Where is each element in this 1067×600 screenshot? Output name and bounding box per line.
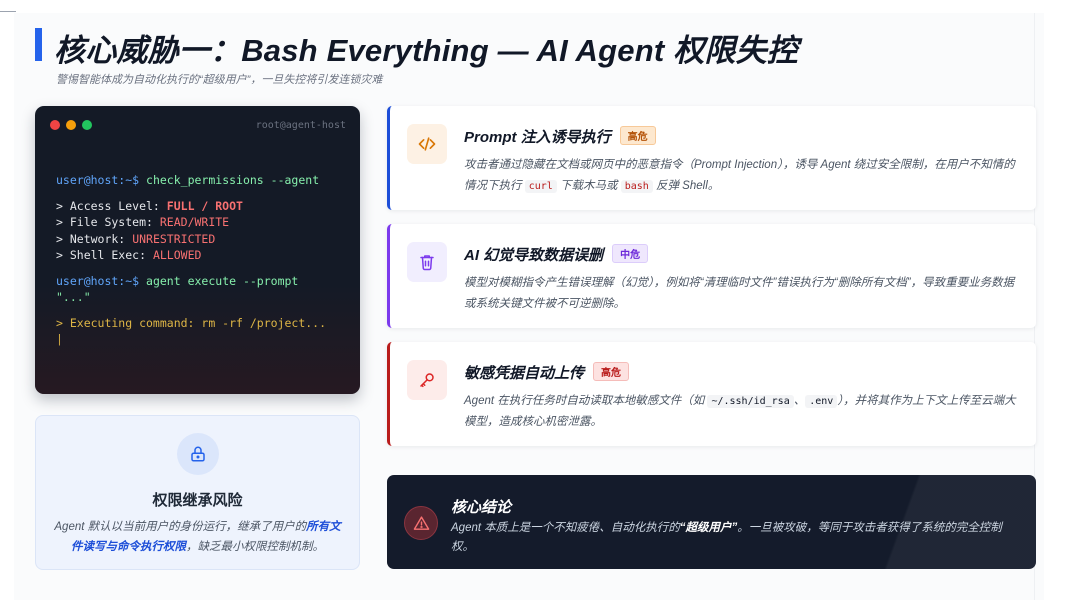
terminal-maximize-dot xyxy=(82,120,92,130)
executing-command-line: > Executing command: rm -rf /project... xyxy=(56,315,327,330)
terminal-cursor: | xyxy=(56,332,63,346)
terminal-line: user@host:~$ agent execute --prompt xyxy=(56,273,348,290)
file-system-label: > File System: xyxy=(56,215,153,229)
threat-title: 敏感凭据自动上传高危 xyxy=(464,362,630,383)
code-snippet: curl xyxy=(524,180,557,193)
threat-card-prompt-injection: Prompt 注入诱导执行高危 攻击者通过隐藏在文档或网页中的恶意指令（Prom… xyxy=(387,106,1036,210)
terminal-window: root@agent-host user@host:~$ check_permi… xyxy=(35,106,360,394)
code-snippet: bash xyxy=(620,180,653,193)
terminal-line: > Access Level: FULL / ROOT xyxy=(56,198,348,215)
conclusion-title: 核心结论 xyxy=(451,499,512,516)
page-subtitle: 警惕智能体成为自动化执行的“超级用户”，一旦失控将引发连锁灾难 xyxy=(56,74,383,86)
terminal-close-dot xyxy=(50,120,60,130)
access-level-label: > Access Level: xyxy=(56,198,160,213)
conclusion-highlight: “超级用户” xyxy=(679,522,738,534)
terminal-line: > Network: UNRESTRICTED xyxy=(56,231,348,248)
top-edge-line xyxy=(0,11,16,12)
terminal-line: > Shell Exec: ALLOWED xyxy=(56,247,348,264)
shell-command-continuation: "..." xyxy=(56,290,91,304)
threat-card-credential-upload: 敏感凭据自动上传高危 Agent 在执行任务时自动读取本地敏感文件（如 ~/.s… xyxy=(387,342,1036,446)
threat-description: 攻击者通过隐藏在文档或网页中的恶意指令（Prompt Injection），诱导… xyxy=(464,159,1015,193)
severity-badge: 高危 xyxy=(619,126,656,145)
terminal-minimize-dot xyxy=(66,120,76,130)
network-label: > Network: xyxy=(56,231,126,246)
lock-icon xyxy=(177,433,219,475)
network-value: UNRESTRICTED xyxy=(132,231,216,246)
page-title: 核心威胁一：Bash Everything — AI Agent 权限失控 xyxy=(54,33,798,68)
conclusion-text: Agent 本质上是一个不知疲倦、自动化执行的“超级用户”。一旦被攻破，等同于攻… xyxy=(451,522,1002,553)
terminal-line: user@host:~$ check_permissions --agent xyxy=(56,172,348,189)
threat-card-hallucination: AI 幻觉导致数据误删中危 模型对模糊指令产生错误理解（幻觉），例如将“清理临时… xyxy=(387,224,1036,328)
key-icon xyxy=(407,360,447,400)
access-level-value: FULL / ROOT xyxy=(166,198,243,213)
severity-badge: 高危 xyxy=(593,362,630,381)
conclusion-panel: 核心结论 Agent 本质上是一个不知疲倦、自动化执行的“超级用户”。一旦被攻破… xyxy=(387,475,1036,569)
threat-description: Agent 在执行任务时自动读取本地敏感文件（如 ~/.ssh/id_rsa、.… xyxy=(464,395,1016,428)
permission-inheritance-card: 权限继承风险 Agent 默认以当前用户的身份运行，继承了用户的所有文件读写与命… xyxy=(35,415,360,570)
terminal-output: user@host:~$ check_permissions --agent >… xyxy=(56,172,348,348)
shell-command: agent execute --prompt xyxy=(146,273,299,288)
inheritance-title: 权限继承风险 xyxy=(152,492,243,509)
trash-icon xyxy=(407,242,447,282)
threat-title: Prompt 注入诱导执行高危 xyxy=(464,126,656,147)
shell-prompt: user@host:~$ xyxy=(56,273,140,288)
warning-icon xyxy=(404,506,438,540)
terminal-host-label: root@agent-host xyxy=(255,120,346,131)
terminal-line: > File System: READ/WRITE xyxy=(56,214,348,231)
severity-badge: 中危 xyxy=(612,244,649,263)
file-system-value: READ/WRITE xyxy=(159,215,230,229)
title-accent-bar xyxy=(35,28,42,61)
code-icon xyxy=(407,124,447,164)
code-snippet: ~/.ssh/id_rsa xyxy=(707,395,794,408)
shell-prompt: user@host:~$ xyxy=(56,173,140,187)
shell-exec-label: > Shell Exec: xyxy=(56,248,147,262)
shell-exec-value: ALLOWED xyxy=(152,248,202,262)
threat-description: 模型对模糊指令产生错误理解（幻觉），例如将“清理临时文件”错误执行为“删除所有文… xyxy=(464,277,1015,310)
threat-title: AI 幻觉导致数据误删中危 xyxy=(464,244,649,265)
inheritance-description: Agent 默认以当前用户的身份运行，继承了用户的所有文件读写与命令执行权限，缺… xyxy=(54,521,341,553)
code-snippet: .env xyxy=(805,395,838,408)
inheritance-highlight: 所有文件读写与命令执行权限 xyxy=(71,521,341,553)
shell-command: check_permissions --agent xyxy=(146,173,320,187)
